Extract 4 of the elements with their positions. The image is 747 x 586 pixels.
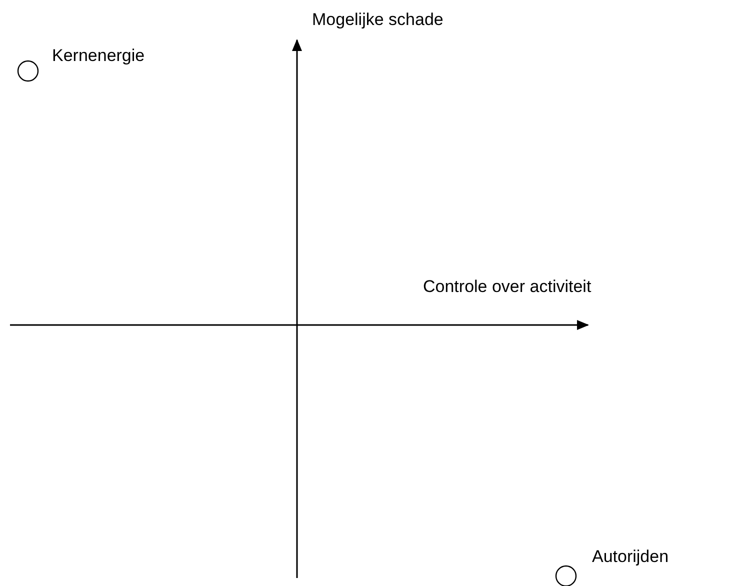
axis-label: Controle over activiteit [423, 277, 592, 297]
point-label: Autorijden [592, 547, 669, 567]
point-label: Kernenergie [52, 46, 145, 66]
axis-label: Mogelijke schade [312, 10, 444, 30]
